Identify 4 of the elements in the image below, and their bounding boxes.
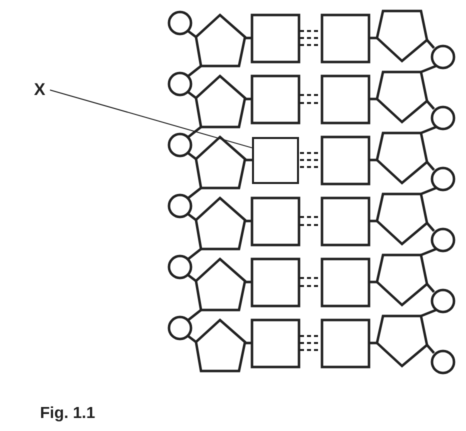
base-square [252, 137, 299, 184]
leader-line [50, 90, 252, 148]
figure-caption: Fig. 1.1 [40, 405, 96, 423]
label-text: X [34, 80, 48, 100]
